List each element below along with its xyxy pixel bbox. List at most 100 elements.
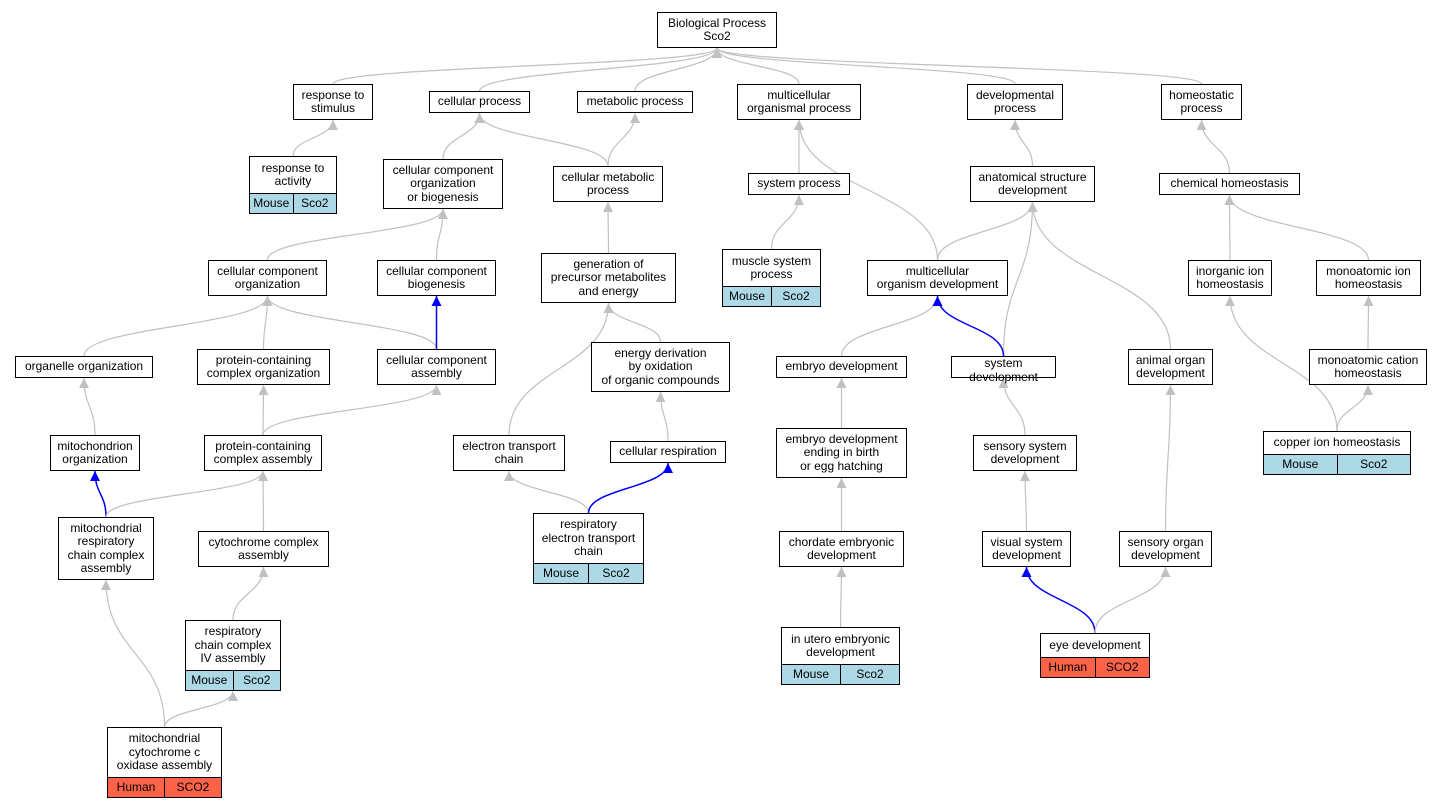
go-term-node-ccob[interactable]: cellular component organization or bioge… — [383, 159, 503, 209]
go-term-label: cellular respiration — [619, 444, 717, 459]
go-term-node-mito-resp-chain[interactable]: mitochondrial respiratory chain complex … — [58, 517, 154, 580]
go-term-node-chem-homeo[interactable]: chemical homeostasis — [1159, 173, 1300, 195]
go-term-node-inorg-ion[interactable]: inorganic ion homeostasis — [1188, 260, 1272, 296]
go-term-node-sensory-organ[interactable]: sensory organ development — [1119, 531, 1212, 567]
go-term-label: multicellular organismal process — [746, 87, 852, 115]
gene-label: Sco2 — [232, 671, 281, 690]
go-term-node-gen-precursor[interactable]: generation of precursor metabolites and … — [541, 253, 676, 303]
go-term-node-sys-proc[interactable]: system process — [748, 173, 850, 195]
go-term-label: respiratory electron transport chain — [541, 517, 636, 559]
edge-resp_chain_iv-to-cyto_complex — [232, 566, 269, 621]
go-term-label: sensory system development — [983, 438, 1067, 466]
go-term-node-energy-deriv[interactable]: energy derivation by oxidation of organi… — [591, 342, 730, 392]
edge-animal_organ-to-anat_dev — [1027, 201, 1172, 350]
go-term-label: electron transport chain — [462, 438, 556, 466]
go-term-node-cc-org[interactable]: cellular component organization — [208, 260, 327, 296]
gene-label: Sco2 — [588, 564, 643, 583]
go-term-label: Biological Process Sco2 — [667, 15, 767, 43]
edge-chem_homeo-to-homeo_proc — [1196, 119, 1231, 174]
go-term-label: muscle system process — [731, 253, 812, 281]
go-term-node-monoatomic-ion[interactable]: monoatomic ion homeostasis — [1316, 260, 1421, 296]
organism-label: Mouse — [542, 566, 580, 580]
edge-copper_ion-to-monoatomic_cation — [1336, 384, 1373, 432]
go-term-node-etc[interactable]: electron transport chain — [453, 435, 565, 471]
go-term-label: organelle organization — [24, 359, 144, 374]
go-term-node-animal-organ[interactable]: animal organ development — [1128, 349, 1213, 385]
go-term-node-sensory-sys[interactable]: sensory system development — [973, 435, 1077, 471]
edge-system_dev-to-multi_org_dev — [932, 295, 1005, 357]
go-term-label: cellular component organization — [217, 263, 318, 291]
go-term-label: embryo development ending in birth or eg… — [785, 431, 898, 473]
go-term-node-pc-assembly[interactable]: protein-containing complex assembly — [204, 435, 322, 471]
go-term-node-chordate[interactable]: chordate embryonic development — [779, 531, 904, 567]
go-term-label: energy derivation by oxidation of organi… — [601, 345, 720, 387]
gene-label: Sco2 — [771, 287, 820, 306]
gene-label: SCO2 — [164, 778, 221, 797]
go-term-node-visual-sys[interactable]: visual system development — [982, 531, 1071, 567]
edge-mito_resp_chain-to-pc_assembly — [105, 470, 268, 518]
go-term-label: protein-containing complex assembly — [213, 438, 313, 466]
go-term-node-mito-cyto-c[interactable]: mitochondrial cytochrome c oxidase assem… — [107, 727, 222, 798]
go-term-node-embryo-birth[interactable]: embryo development ending in birth or eg… — [776, 428, 907, 478]
edge-sensory_sys-to-system_dev — [998, 377, 1026, 436]
go-term-label: mitochondrial cytochrome c oxidase assem… — [116, 731, 213, 773]
go-term-node-multi-org-proc[interactable]: multicellular organismal process — [737, 84, 861, 120]
go-term-label: chordate embryonic development — [788, 534, 895, 562]
go-term-node-anat-dev[interactable]: anatomical structure development — [970, 166, 1095, 202]
go-term-node-monoatomic-cation[interactable]: monoatomic cation homeostasis — [1309, 349, 1427, 385]
go-term-node-embryo-dev[interactable]: embryo development — [776, 356, 907, 378]
go-term-node-cc-biog[interactable]: cellular component biogenesis — [377, 260, 496, 296]
go-term-label: mitochondrion organization — [57, 438, 133, 466]
go-term-node-multi-org-dev[interactable]: multicellular organism development — [867, 260, 1008, 296]
go-term-label: mitochondrial respiratory chain complex … — [67, 520, 145, 575]
organism-label: Human — [1048, 660, 1088, 674]
go-term-node-metab-proc[interactable]: metabolic process — [577, 91, 693, 113]
go-term-node-cell-proc[interactable]: cellular process — [429, 91, 530, 113]
edge-monoatomic_cation-to-monoatomic_ion — [1363, 295, 1374, 350]
go-term-label: monoatomic ion homeostasis — [1326, 263, 1411, 291]
go-term-label: cellular component biogenesis — [386, 263, 487, 291]
go-term-label: protein-containing complex organization — [206, 352, 321, 380]
go-term-label: metabolic process — [586, 94, 684, 109]
go-term-node-system-dev[interactable]: system development — [951, 356, 1056, 383]
go-term-label: cellular metabolic process — [561, 169, 655, 197]
go-term-node-root[interactable]: Biological Process Sco2 — [657, 12, 777, 48]
edge-mito_cyto_c-to-resp_chain_iv — [163, 690, 238, 728]
edge-cyto_complex-to-pc_assembly — [258, 470, 269, 532]
go-term-label: response to stimulus — [301, 87, 365, 115]
organism-label: Mouse — [792, 667, 830, 681]
edge-muscle_sys-to-sys_proc — [770, 194, 804, 250]
go-term-node-cyto-complex[interactable]: cytochrome complex assembly — [198, 531, 329, 567]
go-term-node-cell-resp[interactable]: cellular respiration — [610, 441, 726, 463]
go-term-label: anatomical structure development — [978, 169, 1087, 197]
go-term-node-resp-stim[interactable]: response to stimulus — [293, 84, 373, 120]
edge-multi_org_dev-to-anat_dev — [936, 201, 1038, 261]
edge-mito_org-to-organelle_org — [79, 377, 96, 436]
gene-label: Sco2 — [840, 665, 899, 684]
edge-multi_org_dev-to-multi_org_proc — [794, 119, 939, 261]
edge-resp_activity-to-resp_stim — [292, 119, 338, 157]
go-term-node-organelle-org[interactable]: organelle organization — [15, 356, 153, 378]
edge-dev_proc-to-root — [712, 47, 1016, 85]
go-term-node-dev-proc[interactable]: developmental process — [967, 84, 1063, 120]
go-term-node-mito-org[interactable]: mitochondrion organization — [50, 435, 140, 471]
go-term-node-homeo-proc[interactable]: homeostatic process — [1161, 84, 1242, 120]
go-term-label: monoatomic cation homeostasis — [1317, 352, 1419, 380]
gene-label: Sco2 — [292, 194, 337, 213]
go-term-node-cell-metab[interactable]: cellular metabolic process — [553, 166, 663, 202]
go-term-label: cellular process — [437, 94, 522, 109]
go-term-node-cc-assembly[interactable]: cellular component assembly — [377, 349, 496, 385]
go-term-node-pc-org[interactable]: protein-containing complex organization — [197, 349, 330, 385]
